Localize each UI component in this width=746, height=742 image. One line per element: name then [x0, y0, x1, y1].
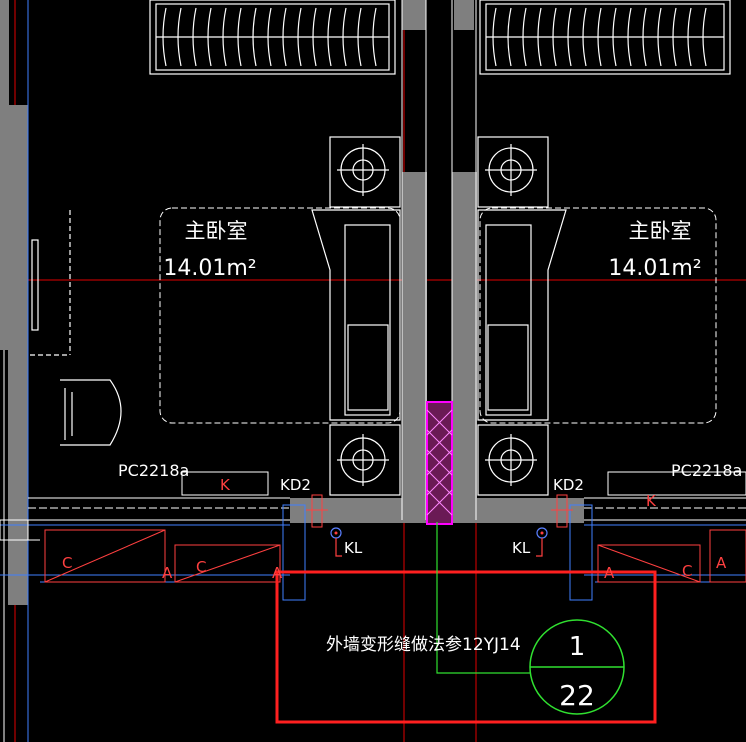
note-text: 外墙变形缝做法参12YJ14 [326, 635, 521, 655]
bed-right [477, 136, 567, 496]
section-mark-7: A [716, 554, 727, 572]
room-area-left: 14.01m² [163, 256, 256, 281]
window-frame-white [0, 519, 40, 541]
callout-sheet: 22 [559, 679, 595, 712]
expansion-joint [426, 401, 453, 525]
room-name-left: 主卧室 [185, 219, 248, 243]
bay-windows [44, 529, 746, 583]
left-wall [0, 0, 29, 742]
left-chair [30, 210, 122, 446]
window-mark-right: K [646, 492, 657, 510]
window-mark-left: K [220, 476, 231, 494]
window-tag-left: PC2218a [118, 461, 189, 480]
section-mark-2: A [162, 564, 173, 582]
door-tag-left: KD2 [280, 476, 311, 494]
section-mark-6: C [682, 562, 692, 580]
section-mark-5: A [604, 564, 615, 582]
kl-markers [330, 527, 548, 557]
wardrobe-right [479, 0, 731, 75]
door-markers [306, 494, 573, 528]
wardrobe-left [149, 0, 396, 75]
section-mark-3: C [196, 558, 206, 576]
bedroom-outlines [159, 207, 717, 424]
kl-tag-right: KL [512, 539, 531, 557]
note-box [275, 522, 657, 724]
kl-tag-left: KL [344, 539, 363, 557]
central-walls [290, 0, 584, 523]
callout-number: 1 [569, 632, 586, 662]
door-tag-right: KD2 [553, 476, 584, 494]
exterior-band [28, 471, 746, 521]
window-tag-right: PC2218a [671, 461, 742, 480]
bed-left [311, 136, 401, 496]
section-mark-1: C [62, 554, 72, 572]
detail-callout [529, 619, 625, 715]
section-mark-4: A [272, 564, 283, 582]
room-area-right: 14.01m² [608, 256, 701, 281]
room-name-right: 主卧室 [629, 219, 692, 243]
